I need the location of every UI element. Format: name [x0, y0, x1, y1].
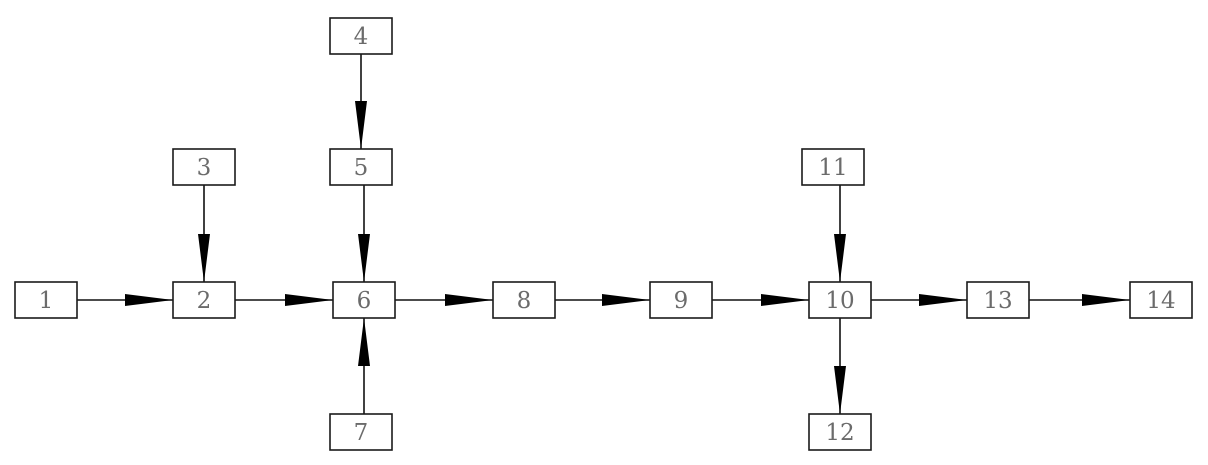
- node-8: 8: [492, 281, 556, 319]
- node-10: 10: [808, 281, 872, 319]
- node-11: 11: [801, 148, 865, 186]
- node-box: [332, 281, 396, 319]
- edge-n10-to-n12: [834, 318, 846, 414]
- edge-n4-to-n5: [355, 54, 367, 149]
- node-box: [329, 148, 393, 186]
- node-12: 12: [808, 413, 872, 451]
- node-label: 9: [674, 288, 689, 314]
- arrowhead-icon: [355, 101, 367, 149]
- node-box: [329, 413, 393, 451]
- edge-n10-to-n13: [871, 294, 967, 306]
- edge-n2-to-n6: [235, 294, 333, 306]
- node-label: 4: [354, 24, 369, 50]
- node-box: [1129, 281, 1193, 319]
- node-7: 7: [329, 413, 393, 451]
- node-box: [966, 281, 1030, 319]
- node-box: [172, 281, 236, 319]
- edge-n11-to-n10: [834, 185, 846, 282]
- arrowhead-icon: [834, 234, 846, 282]
- arrowhead-icon: [358, 318, 370, 366]
- arrowhead-icon: [602, 294, 650, 306]
- arrowhead-icon: [125, 294, 173, 306]
- node-label: 8: [517, 288, 532, 314]
- node-5: 5: [329, 148, 393, 186]
- node-4: 4: [329, 17, 393, 55]
- node-label: 13: [983, 288, 1012, 314]
- node-label: 6: [357, 288, 372, 314]
- node-13: 13: [966, 281, 1030, 319]
- node-box: [801, 148, 865, 186]
- arrowhead-icon: [919, 294, 967, 306]
- node-1: 1: [14, 281, 78, 319]
- edge-n6-to-n8: [395, 294, 493, 306]
- edges-layer: [77, 54, 1130, 414]
- node-box: [329, 17, 393, 55]
- edge-n3-to-n2: [198, 185, 210, 282]
- node-label: 14: [1146, 288, 1175, 314]
- node-box: [808, 413, 872, 451]
- node-6: 6: [332, 281, 396, 319]
- node-box: [172, 148, 236, 186]
- edge-n5-to-n6: [358, 185, 370, 282]
- node-3: 3: [172, 148, 236, 186]
- node-14: 14: [1129, 281, 1193, 319]
- arrowhead-icon: [1082, 294, 1130, 306]
- arrowhead-icon: [834, 366, 846, 414]
- node-box: [14, 281, 78, 319]
- arrowhead-icon: [358, 234, 370, 282]
- edge-n8-to-n9: [555, 294, 650, 306]
- arrowhead-icon: [285, 294, 333, 306]
- node-2: 2: [172, 281, 236, 319]
- node-9: 9: [649, 281, 713, 319]
- edge-n13-to-n14: [1029, 294, 1130, 306]
- node-label: 1: [39, 288, 54, 314]
- arrowhead-icon: [198, 234, 210, 282]
- node-label: 2: [197, 288, 212, 314]
- arrowhead-icon: [761, 294, 809, 306]
- node-box: [649, 281, 713, 319]
- node-label: 5: [354, 155, 369, 181]
- node-label: 7: [354, 420, 369, 446]
- edge-n9-to-n10: [712, 294, 809, 306]
- arrowhead-icon: [445, 294, 493, 306]
- node-label: 11: [818, 155, 847, 181]
- node-label: 3: [197, 155, 212, 181]
- node-box: [808, 281, 872, 319]
- edge-n7-to-n6: [358, 318, 370, 414]
- node-label: 12: [825, 420, 854, 446]
- node-box: [492, 281, 556, 319]
- edge-n1-to-n2: [77, 294, 173, 306]
- node-label: 10: [825, 288, 854, 314]
